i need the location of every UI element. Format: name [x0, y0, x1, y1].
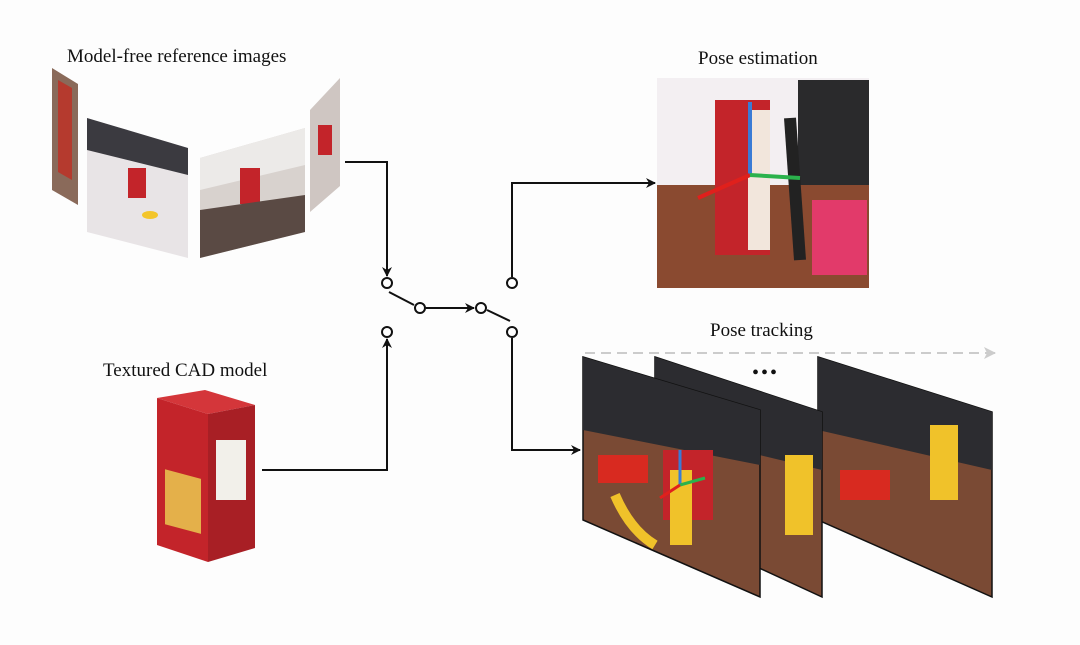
- cad-model-label: Textured CAD model: [103, 360, 268, 381]
- pose-estimation-label: Pose estimation: [698, 48, 818, 69]
- pose-tracking-frames: [582, 347, 996, 599]
- pose-tracking-label: Pose tracking: [710, 320, 813, 341]
- pose-estimation-image: [657, 78, 869, 288]
- cad-model-image: [157, 390, 255, 562]
- switch-connectors: [262, 161, 656, 471]
- reference-images: [52, 68, 340, 258]
- ellipsis-label: •••: [752, 362, 780, 384]
- reference-images-label: Model-free reference images: [67, 46, 287, 67]
